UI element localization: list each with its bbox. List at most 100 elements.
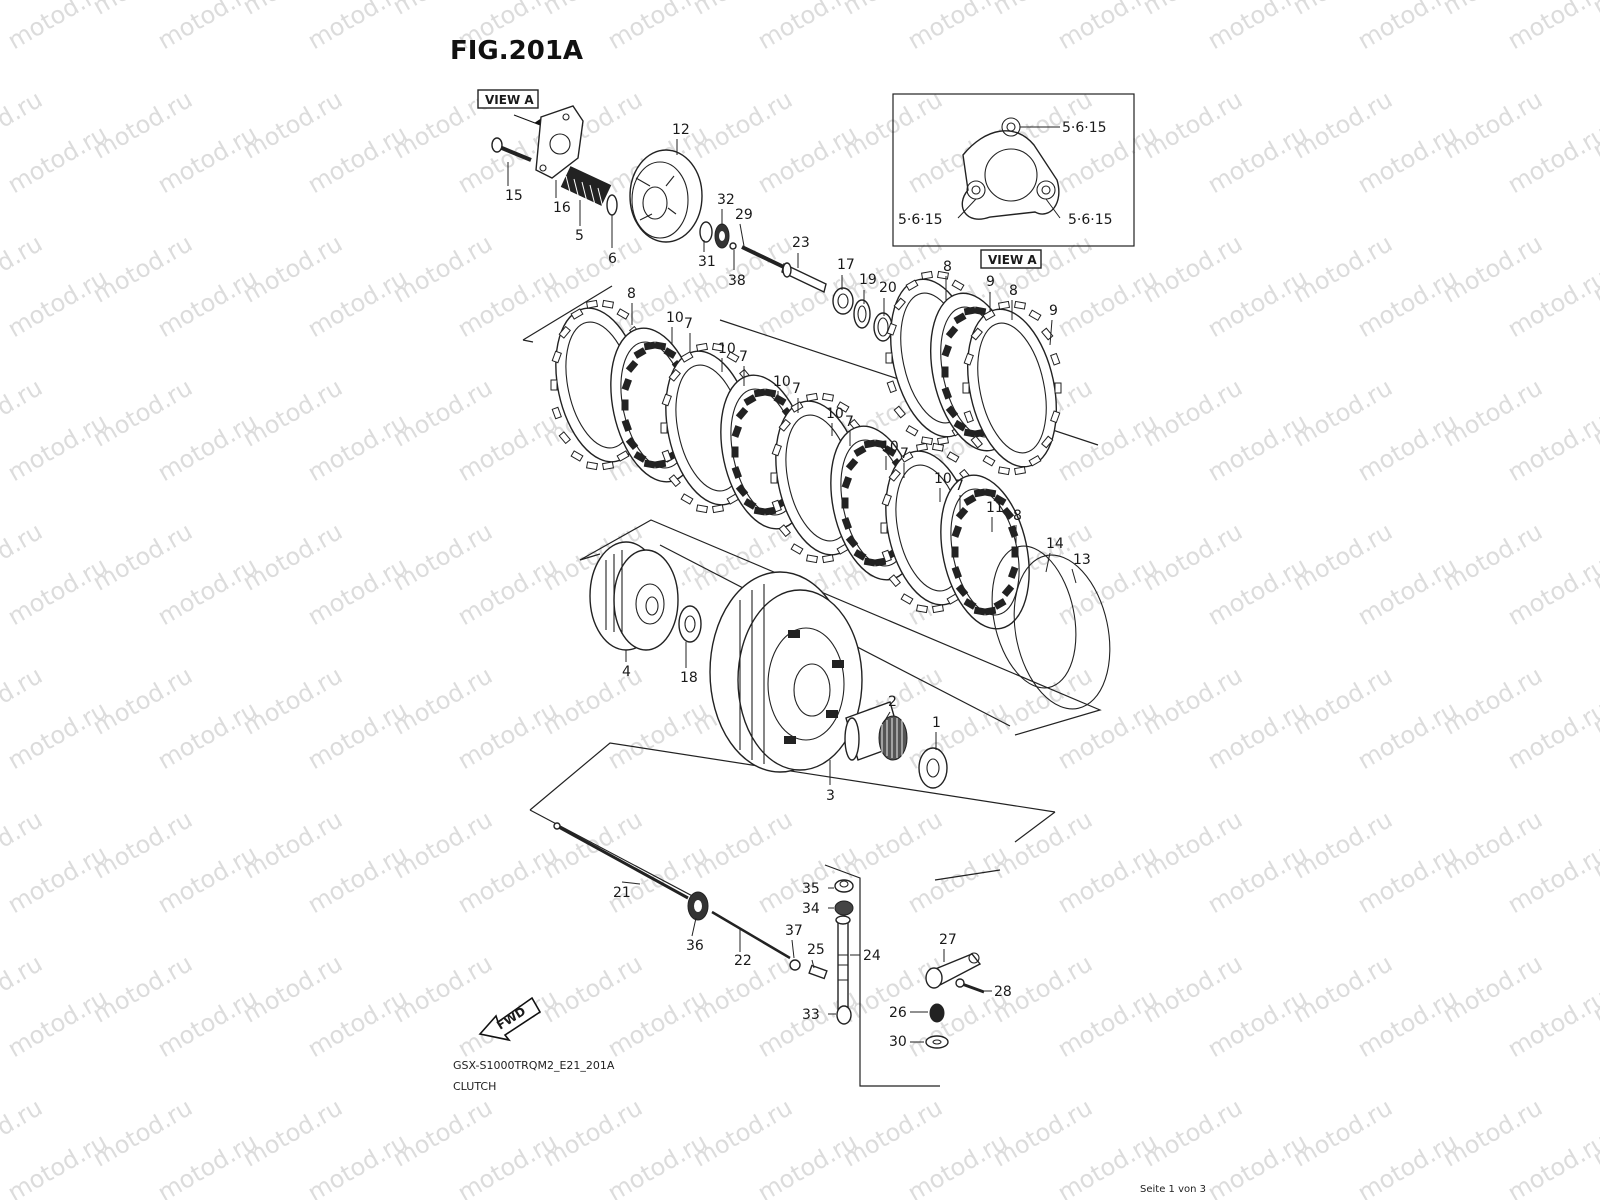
part-19-washer (873, 312, 893, 342)
part-32-bearing (714, 223, 730, 249)
part-callout: 38 (728, 273, 746, 289)
leader-lines (507, 139, 1077, 1043)
part-12-pressure-plate (629, 149, 703, 243)
model-code: GSX-S1000TRQM2_E21_201A (453, 1059, 615, 1072)
view-a-label: VIEW A (485, 93, 534, 107)
part-callout: 16 (553, 200, 571, 216)
part-callout: 29 (735, 207, 753, 223)
part-callout: 6 (608, 251, 617, 267)
part-callout: 8 (1013, 508, 1022, 524)
part-29-push-rod (741, 245, 791, 272)
torque-label-top: 5·6·15 (1062, 120, 1107, 136)
part-20-washer (853, 299, 871, 329)
clutch-plate-stack (550, 270, 1062, 630)
view-a-inset-tag: VIEW A (980, 249, 1042, 269)
view-a-tag: VIEW A (477, 89, 539, 109)
part-35-oil-seal (834, 879, 854, 893)
part-callout: 23 (792, 235, 810, 251)
leader-line (1049, 319, 1053, 346)
part-15-bolt (491, 137, 532, 162)
part-30-washer (925, 1035, 949, 1049)
figure-title: FIG.201A (450, 36, 584, 66)
part-callout: 36 (686, 938, 704, 954)
part-4-sleeve-hub (589, 541, 679, 651)
part-callout: 18 (680, 670, 698, 686)
torque-label-left: 5·6·15 (898, 212, 943, 228)
part-callout: 14 (1046, 536, 1064, 552)
part-callout: 22 (734, 953, 752, 969)
part-37-ball (789, 959, 801, 971)
part-callout: 7 (955, 478, 964, 494)
part-callout: 30 (889, 1034, 907, 1050)
part-27-release-arm (925, 952, 982, 989)
part-1-washer (918, 747, 948, 789)
part-25-pin (808, 964, 828, 980)
clutch-plate-upper (962, 300, 1062, 476)
leader-line (1045, 552, 1051, 573)
section-name: CLUTCH (453, 1080, 497, 1093)
part-36-bearing (687, 891, 709, 921)
part-6-washer (606, 194, 618, 216)
part-callout: 10 (826, 406, 844, 422)
part-5-spring (560, 166, 612, 213)
part-31-ring (699, 221, 713, 243)
part-callout: 33 (802, 1007, 820, 1023)
leader-line (811, 959, 815, 969)
part-callout: 31 (698, 254, 716, 270)
part-callout: 24 (863, 948, 881, 964)
part-callout: 7 (739, 349, 748, 365)
part-callout: 10 (666, 310, 684, 326)
part-callout: 25 (807, 942, 825, 958)
part-callout: 20 (879, 280, 897, 296)
part-callout: 15 (505, 188, 523, 204)
view-a-inset: 5·6·15 5·6·15 5·6·15 (892, 93, 1135, 247)
part-17-nut (832, 287, 854, 315)
part-needle-bearing (878, 715, 908, 761)
part-callout: 8 (1009, 283, 1018, 299)
part-callout: 7 (900, 446, 909, 462)
part-34-bearing (834, 900, 854, 916)
part-callout: 8 (943, 259, 952, 275)
part-28-bolt (955, 978, 985, 994)
part-callout: 9 (1049, 303, 1058, 319)
part-callout: 3 (826, 788, 835, 804)
part-callout: 4 (622, 664, 631, 680)
part-22-push-rod (711, 910, 791, 960)
part-21-push-rod (553, 822, 689, 900)
part-callout: 10 (718, 341, 736, 357)
part-33-bushing (836, 1005, 852, 1025)
clutch-plate (940, 474, 1030, 630)
part-callout: 27 (939, 932, 957, 948)
part-38-ball (729, 242, 737, 250)
view-a-inset-label: VIEW A (988, 253, 1037, 267)
leader-line (791, 939, 795, 959)
part-14-spring-washer (991, 545, 1077, 689)
part-callout: 7 (792, 381, 801, 397)
part-callout: 32 (717, 192, 735, 208)
part-callout: 10 (881, 439, 899, 455)
part-callout: 37 (785, 923, 803, 939)
page-indicator: Seite 1 von 3 (1140, 1184, 1206, 1195)
part-callout: 2 (888, 694, 897, 710)
part-callout: 26 (889, 1005, 907, 1021)
part-callout: 17 (837, 257, 855, 273)
fwd-arrow-icon: FWD (478, 996, 542, 1042)
part-3-clutch-housing (709, 571, 863, 773)
part-callout: 13 (1073, 552, 1091, 568)
release-shaft-frame (824, 864, 940, 1087)
torque-label-right: 5·6·15 (1068, 212, 1113, 228)
leader-line (691, 917, 697, 937)
leader-line (739, 223, 745, 247)
part-callout: 19 (859, 272, 877, 288)
part-16-pressure-plate-lifter (535, 105, 584, 179)
part-callout: 34 (802, 901, 820, 917)
part-callout: 11 (986, 500, 1004, 516)
part-callout: 28 (994, 984, 1012, 1000)
part-23-push-piece (781, 262, 827, 293)
part-26-nut (929, 1003, 945, 1023)
part-24-release-shaft (835, 915, 851, 1011)
leader-line (1071, 568, 1077, 584)
part-callout: 9 (986, 274, 995, 290)
